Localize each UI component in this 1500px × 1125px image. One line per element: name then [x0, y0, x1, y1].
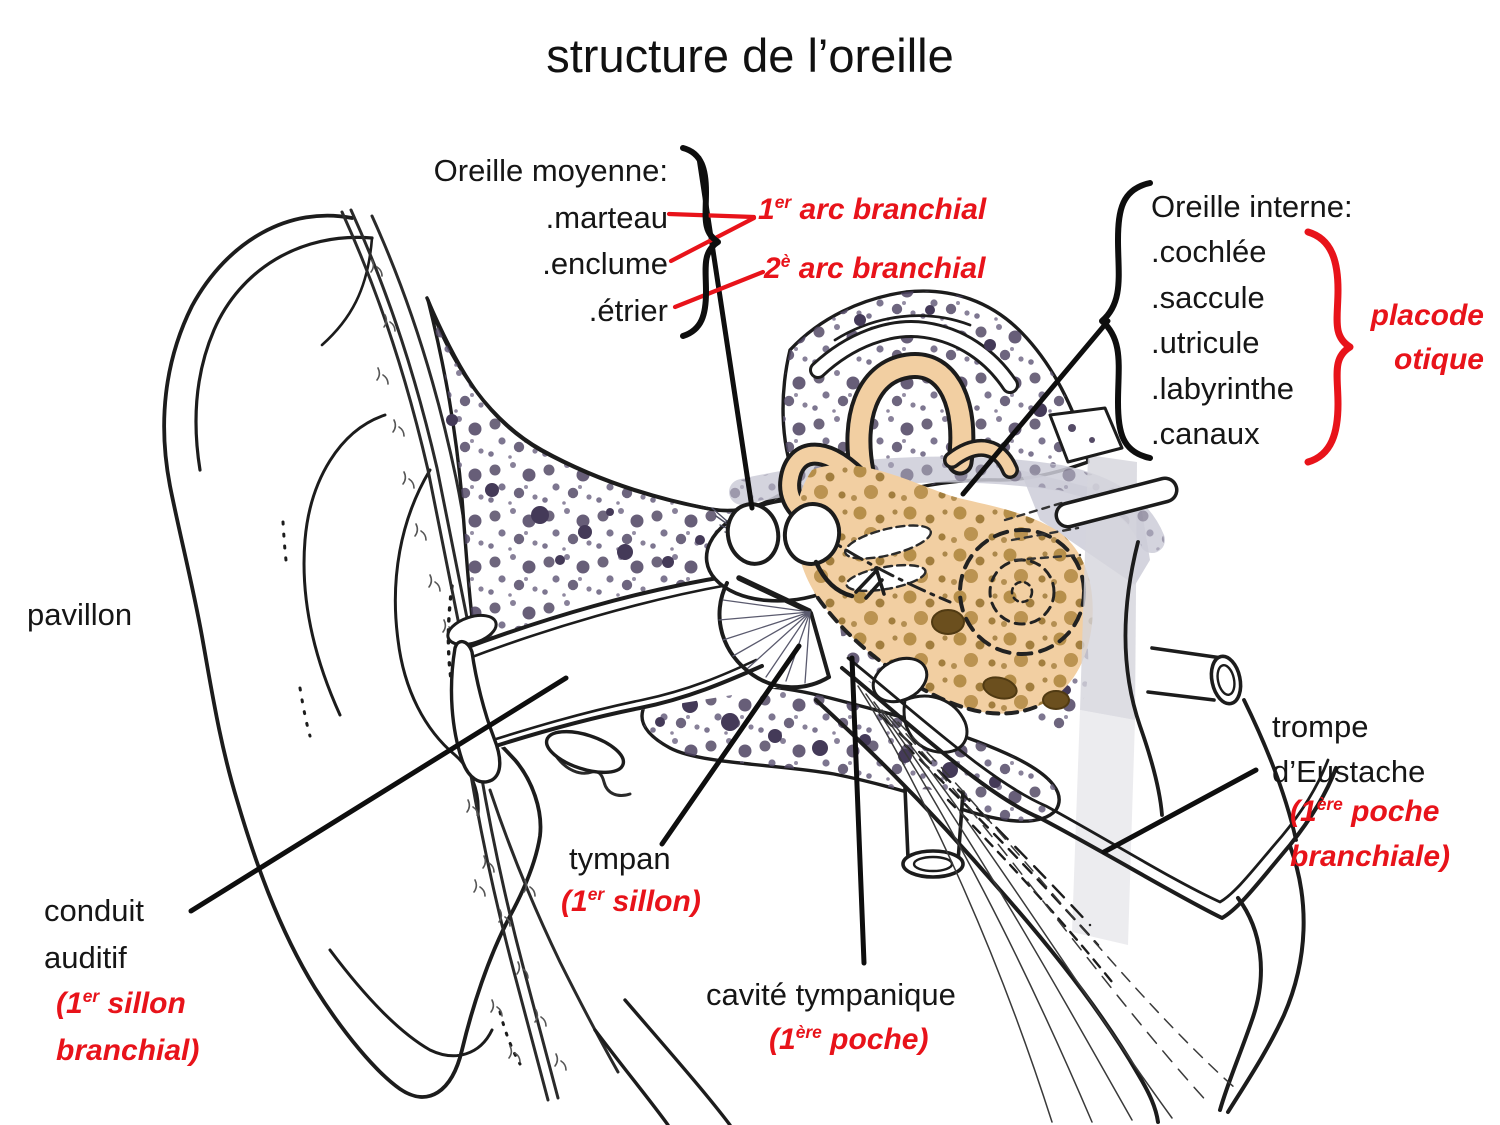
first-arc-annotation: 1er arc branchial	[758, 193, 986, 227]
carotid-stump	[901, 786, 965, 879]
inner-ear-brace	[1099, 180, 1153, 461]
connector-etrier-line	[672, 269, 766, 310]
placode-annotation: placode otique	[1330, 294, 1484, 382]
muscle-fibers	[857, 685, 1236, 1123]
malleus	[725, 502, 781, 566]
trompe-line1: trompe	[1272, 709, 1369, 744]
cavite-label: cavité tympanique	[706, 977, 956, 1012]
trompe-red-line2: branchiale)	[1290, 840, 1451, 873]
pavillon-label: pavillon	[27, 597, 133, 632]
inner-ear-list: Oreille interne: .cochlée .saccule .utri…	[1151, 184, 1353, 456]
pointer-conduit-line	[188, 675, 569, 914]
inner-ear-item-labyrinthe: .labyrinthe	[1151, 370, 1295, 406]
trompe-line2: d’Eustache	[1272, 754, 1426, 789]
pinna	[162, 213, 543, 1099]
pointer-cavite-line	[849, 655, 867, 966]
conduit-label: conduit auditif	[44, 888, 144, 981]
trompe-label: trompe d’Eustache	[1272, 704, 1425, 794]
first-arc-rest: arc branchial	[791, 193, 987, 226]
tympan-red-open: (1	[561, 885, 588, 918]
inner-ear-item-canaux: .canaux	[1151, 416, 1260, 452]
conduit-red-line1: (1er sillon	[56, 981, 199, 1028]
ear-canal	[446, 574, 830, 784]
conduit-line2: auditif	[44, 939, 127, 975]
second-arc-annotation: 2è arc branchial	[764, 252, 985, 286]
stapes	[854, 566, 886, 600]
first-arc-base: 1	[758, 193, 775, 226]
first-arc-sup: er	[774, 192, 792, 212]
ossicles	[725, 502, 886, 600]
vessel-stump-right	[1146, 646, 1243, 706]
conduit-red-open: (1	[56, 987, 83, 1020]
cavite-red-sup: ère	[795, 1022, 822, 1042]
cavite-red-annotation: (1ère poche)	[769, 1023, 928, 1057]
inner-ear-highlight	[778, 352, 1093, 716]
eustachian-tube	[593, 656, 1338, 1125]
lower-jaw-curves	[593, 998, 732, 1125]
tympan-label: tympan	[569, 841, 671, 876]
page-title: structure de l’oreille	[546, 29, 954, 82]
tympan-red-sup: er	[587, 884, 605, 904]
placode-line2: otique	[1394, 343, 1484, 376]
inner-ear-item-cochlee: .cochlée	[1151, 234, 1267, 270]
otic-dark-spots	[931, 609, 1070, 710]
cavite-red-rest: poche)	[821, 1023, 929, 1056]
tympan-red-annotation: (1er sillon)	[561, 885, 701, 919]
connector-marteau-line	[666, 211, 757, 220]
conduit-red-rest: sillon	[99, 987, 186, 1020]
second-arc-rest: arc branchial	[790, 252, 986, 285]
placode-brace	[1304, 228, 1354, 466]
second-arc-base: 2	[764, 252, 781, 285]
trompe-red-sup: ère	[1316, 794, 1343, 814]
pointer-trompe-line	[1101, 767, 1259, 855]
middle-ear-item-marteau: .marteau	[545, 199, 668, 235]
pointer-tympan-line	[659, 643, 802, 847]
petrous-right-structures	[871, 406, 1243, 945]
middle-ear-item-enclume: .enclume	[542, 246, 668, 282]
trompe-red-line1: (1ère poche	[1290, 789, 1450, 834]
middle-ear-list: Oreille moyenne: .marteau .enclume .étri…	[400, 148, 668, 334]
cavite-red-open: (1	[769, 1023, 796, 1056]
inner-ear-item-utricule: .utricule	[1151, 325, 1260, 361]
inner-ear-item-saccule: .saccule	[1151, 279, 1265, 315]
conduit-red-line2: branchial)	[56, 1033, 200, 1067]
trompe-red-rest: poche	[1342, 795, 1440, 828]
trompe-red-open: (1	[1290, 795, 1317, 828]
inner-ear-heading: Oreille interne:	[1151, 189, 1353, 224]
placode-line1: placode	[1370, 299, 1484, 332]
tympan-red-rest: sillon)	[604, 885, 701, 918]
middle-ear-heading: Oreille moyenne:	[433, 153, 668, 188]
conduit-red-annotation: (1er sillon branchial)	[56, 981, 199, 1074]
second-arc-sup: è	[780, 251, 791, 271]
conduit-red-sup: er	[82, 986, 100, 1006]
facial-nerve-dashes	[1003, 500, 1082, 562]
incus	[782, 502, 842, 566]
conduit-line1: conduit	[44, 893, 144, 928]
pointer-inner-ear-line	[960, 318, 1111, 497]
middle-ear-item-etrier: .étrier	[588, 292, 668, 328]
trompe-red-annotation: (1ère poche branchiale)	[1290, 789, 1450, 879]
middle-ear-brace	[680, 145, 721, 339]
pharynx-funnel	[1218, 844, 1306, 1114]
